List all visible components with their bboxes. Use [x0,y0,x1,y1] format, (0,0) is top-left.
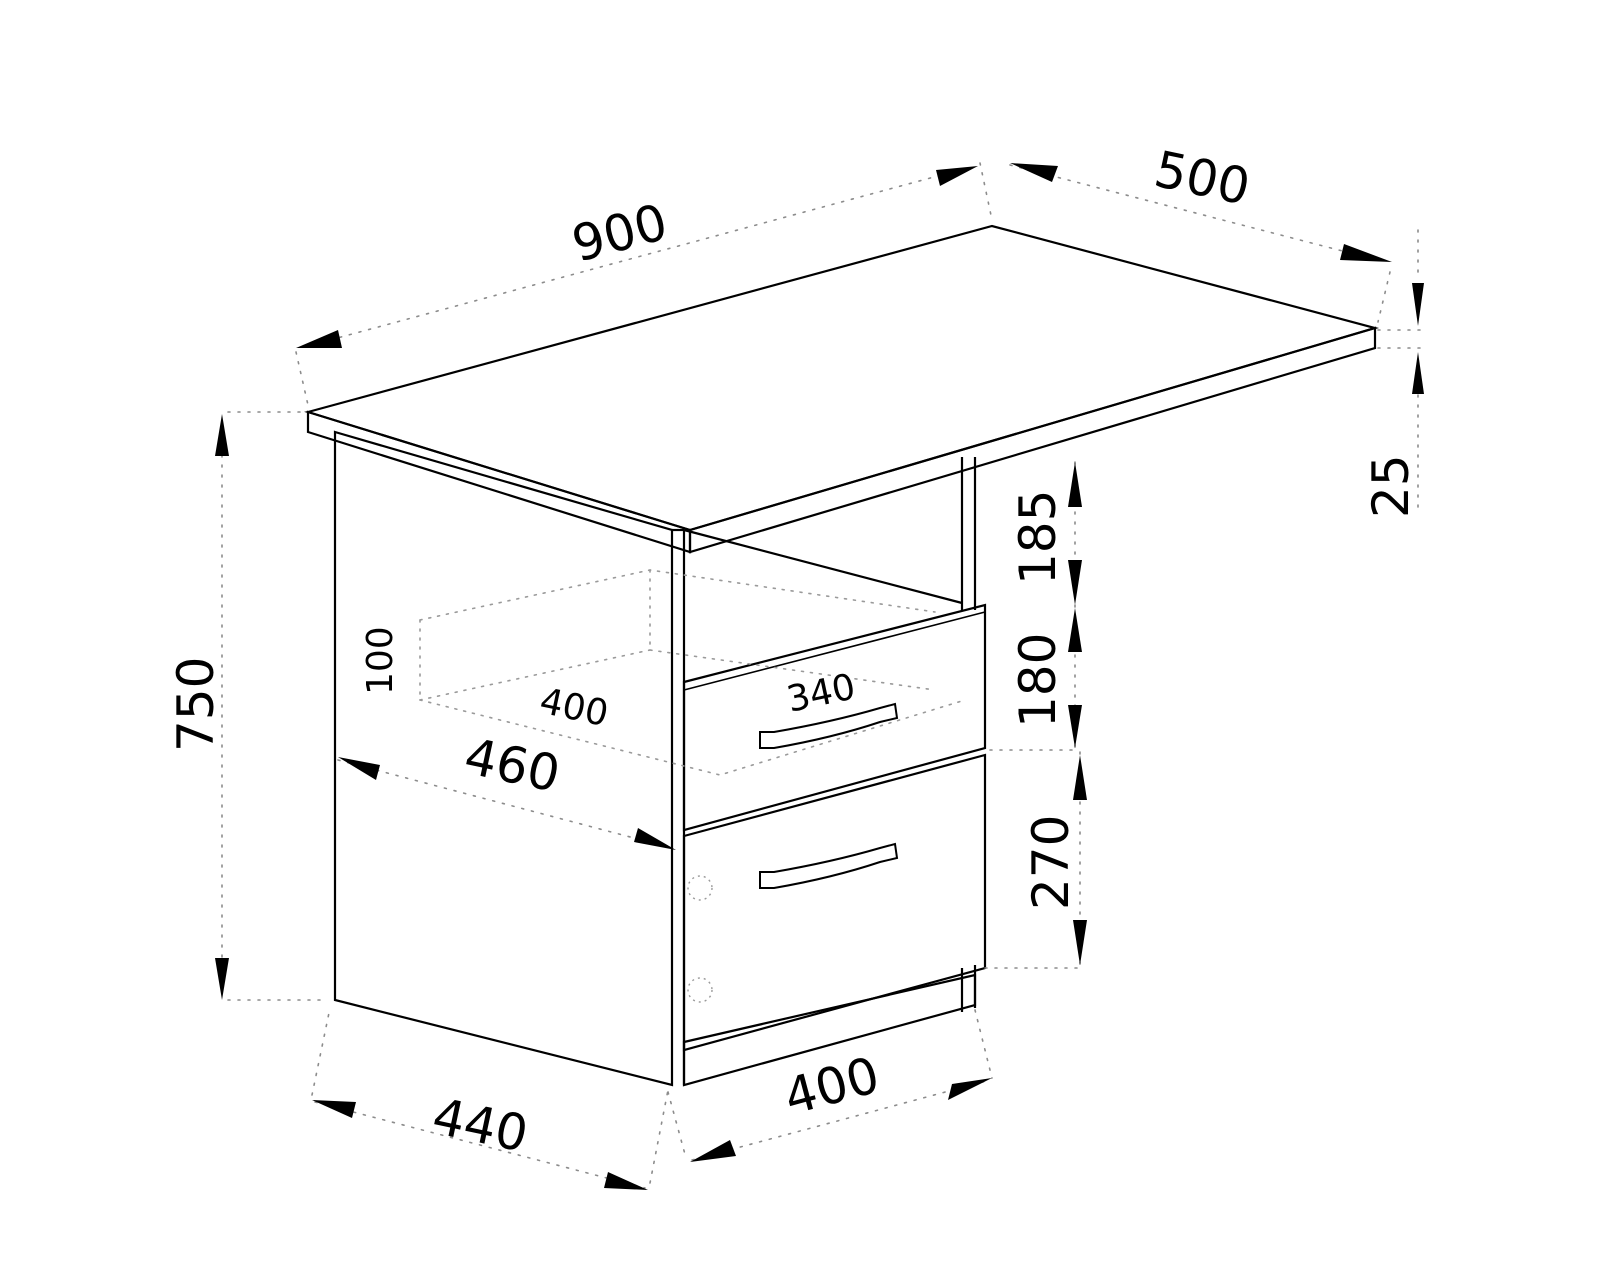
dim-pedestal-width: 400 [667,1009,993,1162]
dim-base-arrow-right [604,1172,648,1190]
dim-depth-arrow-right [1340,244,1392,262]
desk-top-right-edge [688,326,1377,554]
bottom-drawer [682,753,987,1052]
dim-top-drawer-arrow-up [1068,608,1082,652]
top-drawer-handle [759,702,899,749]
top-drawer [419,569,987,832]
dim-width: 900 [295,162,993,406]
lock-hole-lower [687,977,713,1003]
dim-thickness-arrow-down [1412,283,1424,326]
dim-pedestal-depth: 460 [337,727,676,850]
drawer-box-hidden-top [419,569,936,621]
dim-width-ext-right [979,162,993,221]
dim-pedestal-depth-line [337,759,673,849]
dim-pedestal-width-label: 400 [778,1046,885,1127]
dim-base-ext-left [311,1007,331,1096]
top-drawer-front-top-lip [683,611,986,691]
dim-drawer-inner-height-label: 100 [360,626,401,695]
dim-height-arrow-up [215,414,229,456]
dim-depth-arrow-left [1010,163,1058,182]
dim-width-arrow-left [296,330,342,348]
dim-depth: 500 [1009,140,1392,323]
dim-width-ext-left [295,351,309,406]
drawer-box-hidden-floor [649,649,936,691]
desk-top [304,224,1380,554]
open-shelf-inner-edge [683,528,963,605]
dim-width-arrow-right [936,166,978,186]
dim-top-drawer-height: 180 [989,604,1082,751]
dim-pedestal-width-ext-left [667,1091,687,1159]
dim-height: 750 [167,411,326,1001]
dim-pedestal-width-arrow-right [948,1078,992,1100]
dim-pedestal-width-ext-right [974,1009,993,1079]
dim-top-thickness: 25 [1362,229,1426,518]
dim-bottom-drawer-label: 270 [1022,815,1080,910]
dim-width-label: 900 [566,193,673,274]
dim-base-label: 440 [428,1087,533,1164]
dim-thickness-arrow-up [1412,352,1424,394]
lock-hole-upper [687,875,713,901]
dim-base-line [314,1101,646,1189]
pedestal [333,430,977,1087]
dim-depth-ext [1377,271,1391,323]
dim-pedestal-width-arrow-left [690,1140,736,1162]
dim-drawer-inner-depth-label: 400 [536,681,612,735]
dim-pedestal-depth-arrow-left [338,757,380,780]
dim-base-depth: 440 [311,1007,669,1190]
dim-bottom-drawer-arrow-up [1073,755,1087,800]
dim-shelf-arrow-up [1068,462,1082,507]
dim-thickness-label: 25 [1362,454,1420,518]
dim-pedestal-depth-arrow-right [634,828,676,850]
top-drawer-front [682,603,987,832]
dim-base-ext-right [649,1089,669,1184]
dim-bottom-drawer-arrow-down [1073,920,1087,965]
dim-drawer-inner-width-label: 340 [783,666,859,720]
drawer-box-hidden-mid [419,649,651,701]
dim-top-drawer-label: 180 [1009,633,1067,728]
dim-shelf-label: 185 [1009,490,1067,585]
dim-height-arrow-down [215,958,229,1000]
dim-base-arrow-left [312,1100,356,1118]
dim-pedestal-depth-label: 460 [460,727,565,804]
dim-top-drawer-arrow-down [1068,705,1082,748]
dim-bottom-drawer-height: 270 [984,751,1087,969]
dim-shelf-height: 185 [1009,461,1082,605]
pedestal-side-panel [333,430,674,1087]
desk-top-front-edge [306,410,692,554]
dim-drawer-inner: 340 400 100 [360,626,859,735]
bottom-drawer-handle [759,842,899,889]
dim-depth-line [1009,164,1386,263]
dim-height-label: 750 [167,657,225,752]
dim-pedestal-width-line [691,1079,991,1161]
bottom-drawer-front [682,753,987,1052]
dim-shelf-arrow-down [1068,560,1082,605]
